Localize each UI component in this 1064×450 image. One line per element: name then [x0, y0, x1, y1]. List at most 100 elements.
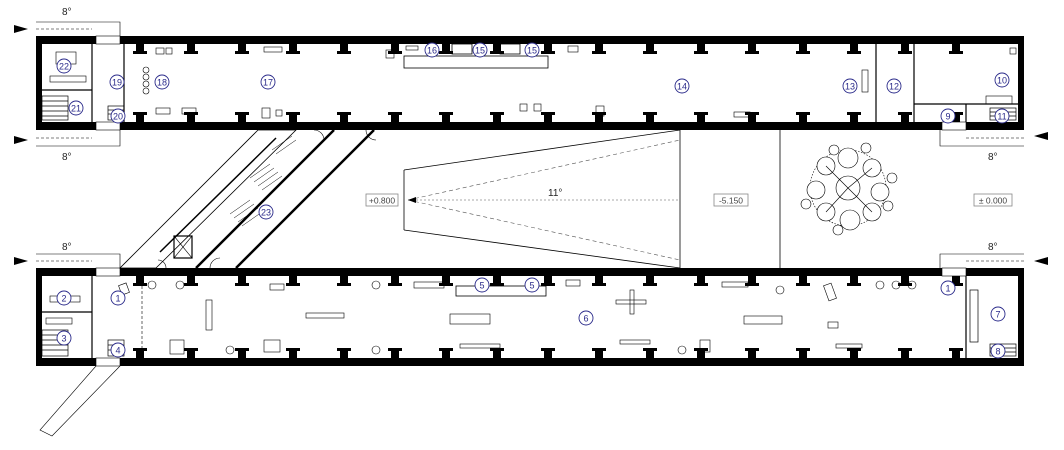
room-number-circle — [940, 280, 956, 296]
pier-cap — [388, 112, 402, 115]
pier — [391, 44, 399, 54]
room-number-circle — [990, 343, 1006, 359]
slope-label-ramp: 11° — [548, 188, 562, 199]
room-number-marker: 4 — [110, 342, 126, 358]
room-number-circle — [110, 290, 126, 306]
pier-cap — [235, 112, 249, 115]
pier-cap — [694, 51, 708, 54]
pier — [340, 112, 348, 122]
pier-cap — [898, 112, 912, 115]
room-number: 5 — [479, 281, 484, 291]
pier — [238, 112, 246, 122]
room-number-marker: 8 — [990, 343, 1006, 359]
room-number-marker: 14 — [674, 78, 690, 94]
pier-cap — [796, 112, 810, 115]
level-marker-ramp: +0.800 — [365, 193, 399, 207]
room-number-circle — [424, 42, 440, 58]
pier — [493, 276, 501, 286]
room-number-marker: 1 — [940, 280, 956, 296]
lower-wing — [36, 267, 1024, 367]
room-number: 16 — [427, 46, 437, 56]
svg-text:± 0.000: ± 0.000 — [979, 196, 1008, 206]
room-number-marker: 9 — [940, 108, 956, 124]
pier-cap — [949, 283, 963, 286]
slope-label-lower-left: 8° — [62, 242, 72, 253]
pier-cap — [388, 51, 402, 54]
pier-cap — [439, 348, 453, 351]
pier — [748, 112, 756, 122]
pier-cap — [643, 348, 657, 351]
pier-cap — [439, 51, 453, 54]
room-number: 9 — [945, 112, 950, 122]
pier-cap — [592, 51, 606, 54]
pier — [901, 276, 909, 286]
pier-cap — [541, 348, 555, 351]
pier-cap — [133, 283, 147, 286]
room-number-marker: 17 — [260, 74, 276, 90]
level-marker-ground: ± 0.000 — [973, 193, 1013, 207]
pier-cap — [541, 112, 555, 115]
room-number-marker: 7 — [990, 306, 1006, 322]
pier — [493, 348, 501, 358]
room-number: 22 — [59, 62, 69, 72]
slope-label-upper-bottom-right: 8° — [988, 152, 998, 163]
room-number: 2 — [61, 294, 66, 304]
pier-cap — [184, 283, 198, 286]
pier — [340, 348, 348, 358]
pier-cap — [592, 348, 606, 351]
pier — [697, 276, 705, 286]
pier-cap — [541, 283, 555, 286]
pier — [493, 112, 501, 122]
pier — [850, 276, 858, 286]
room-number-marker: 3 — [56, 330, 72, 346]
room-number-circle — [472, 42, 488, 58]
pier — [187, 276, 195, 286]
pier-cap — [286, 348, 300, 351]
pier-cap — [949, 51, 963, 54]
room-number: 23 — [261, 208, 271, 218]
level-marker-courtyard: -5.150 — [713, 193, 749, 207]
pier — [901, 44, 909, 54]
pier — [136, 348, 144, 358]
pier — [646, 112, 654, 122]
room-number-circle — [110, 108, 126, 124]
pier — [187, 112, 195, 122]
pier — [850, 44, 858, 54]
pier-cap — [235, 51, 249, 54]
pier-cap — [643, 51, 657, 54]
room-number-circle — [56, 330, 72, 346]
svg-text:+0.800: +0.800 — [369, 196, 396, 206]
pier — [697, 112, 705, 122]
pier-cap — [898, 348, 912, 351]
pier-cap — [286, 51, 300, 54]
pier-cap — [439, 112, 453, 115]
pier-cap — [184, 112, 198, 115]
exterior-ramps — [36, 21, 1024, 437]
pier — [238, 276, 246, 286]
room-number-marker: 15 — [524, 42, 540, 58]
room-number-circle — [56, 58, 72, 74]
pier — [289, 112, 297, 122]
room-number-marker: 16 — [424, 42, 440, 58]
pier — [136, 112, 144, 122]
pier-cap — [847, 112, 861, 115]
room-number-marker: 5 — [524, 277, 540, 293]
pier-cap — [235, 348, 249, 351]
pier — [952, 348, 960, 358]
room-number-marker: 15 — [472, 42, 488, 58]
room-number: 15 — [475, 46, 485, 56]
pier — [289, 44, 297, 54]
pier — [646, 276, 654, 286]
room-number-circle — [474, 277, 490, 293]
pier-cap — [184, 348, 198, 351]
pier-cap — [337, 112, 351, 115]
pier — [391, 276, 399, 286]
pier — [187, 348, 195, 358]
pier — [544, 348, 552, 358]
room-number: 15 — [527, 46, 537, 56]
pier-cap — [592, 112, 606, 115]
pier — [748, 276, 756, 286]
pier — [289, 348, 297, 358]
upper-wing-south-wall — [36, 122, 1024, 130]
pier-cap — [286, 283, 300, 286]
